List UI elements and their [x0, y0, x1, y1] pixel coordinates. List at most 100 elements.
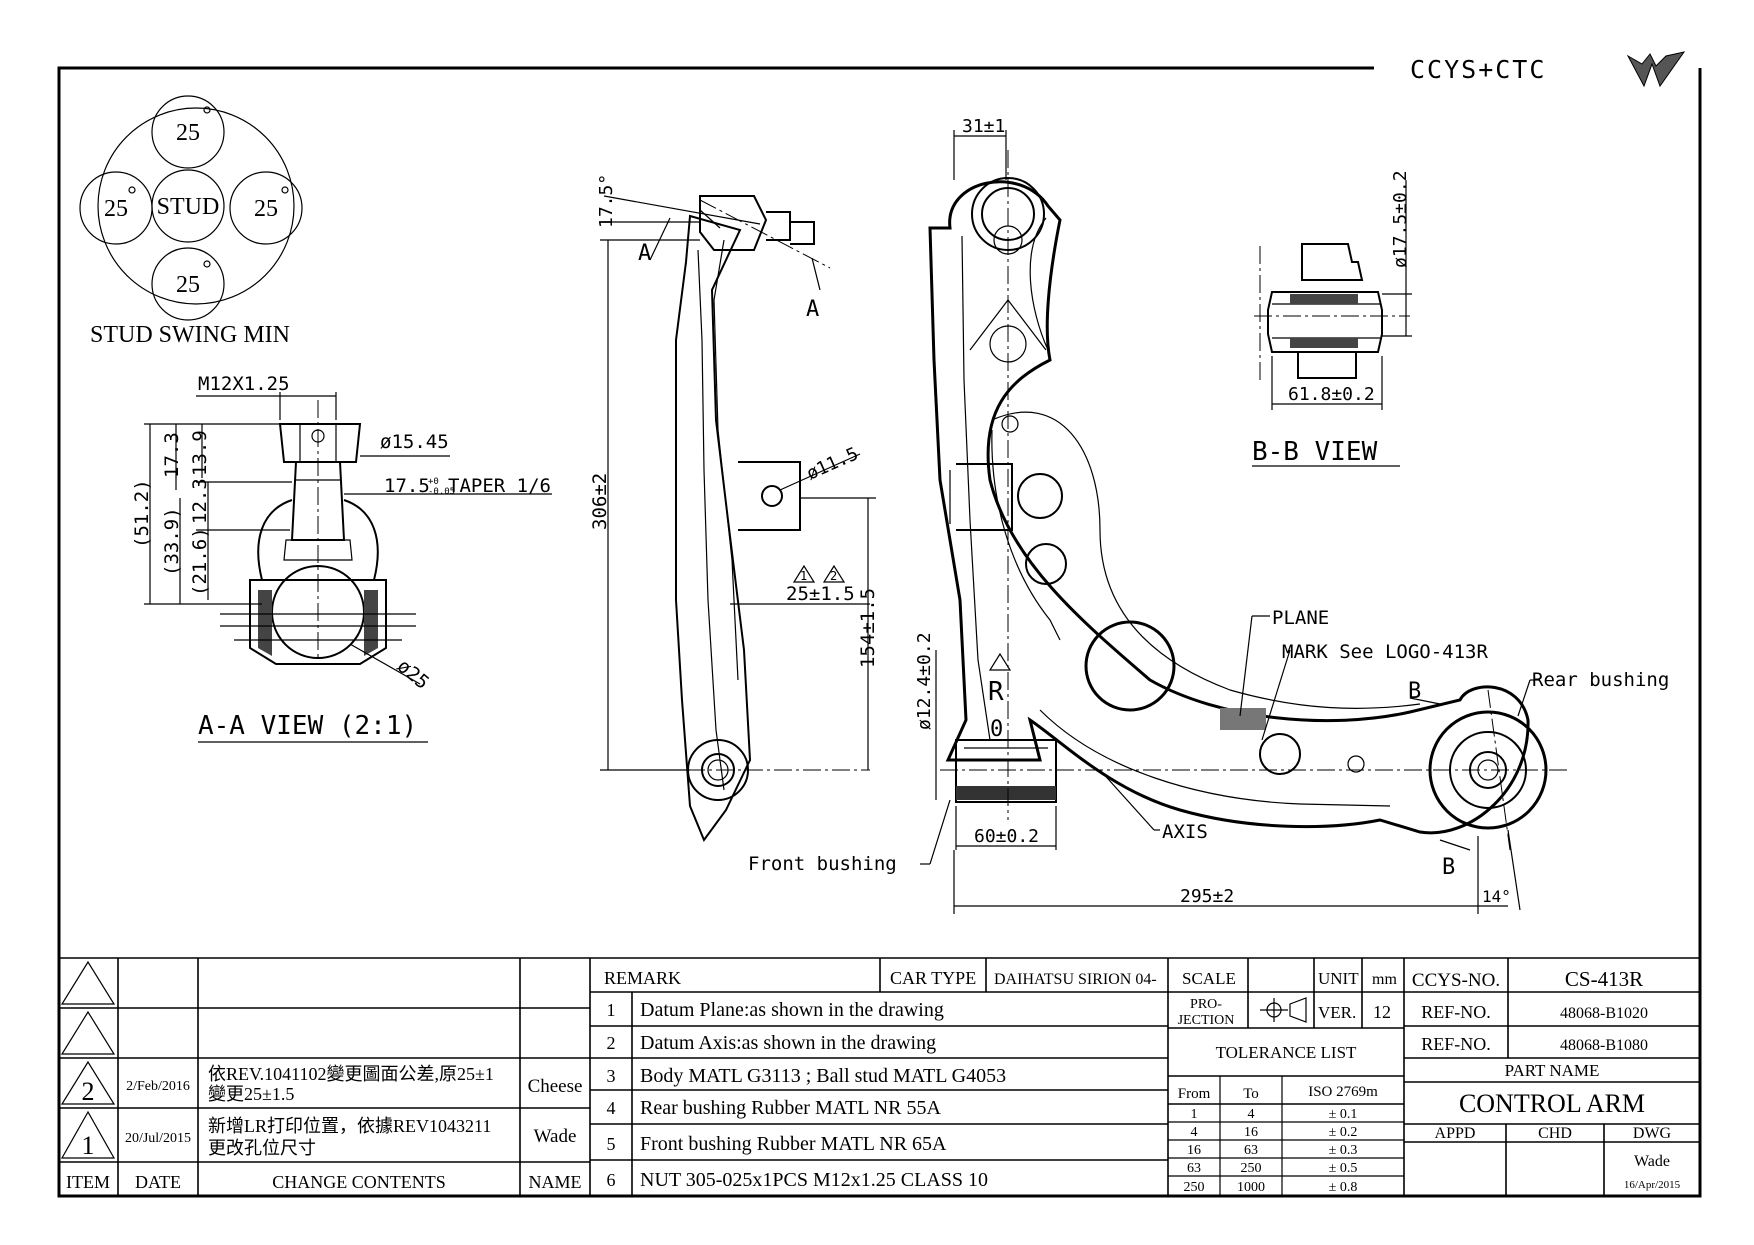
aa-view: M12X1.25 ø15.45 17.5 +0 -0.05 TAPER 1/6 … [131, 373, 552, 743]
rev-content-line2: 更改孔位尺寸 [208, 1138, 316, 1158]
chd-label: CHD [1538, 1125, 1572, 1142]
tolerance-col-from: From [1178, 1086, 1211, 1102]
dim-angle-17-5: 17.5° [596, 174, 617, 228]
scale-label: SCALE [1182, 969, 1236, 988]
remark-no: 4 [607, 1098, 616, 1118]
tol-to: 4 [1248, 1107, 1255, 1122]
side-view: A A 17.5° 306±2 ø11.5 25±1.5 154±1.5 1 2 [589, 174, 879, 843]
swing-angle-right: 25 [254, 196, 278, 222]
stud-swing-diagram: STUD 25 25 25 25 STUD SWING MIN [79, 95, 303, 348]
label-axis: AXIS [1162, 821, 1208, 843]
plane-hatch [1220, 708, 1266, 730]
section-b-top: B [1408, 679, 1421, 704]
tol-value: ± 0.1 [1329, 1107, 1358, 1122]
tol-value: ± 0.2 [1329, 1125, 1358, 1140]
brand-logo: CCYS+CTC [1410, 51, 1686, 88]
projection-symbol-icon [1260, 997, 1307, 1023]
car-type-label: CAR TYPE [890, 968, 976, 988]
rev-content-line2: 變更25±1.5 [208, 1084, 294, 1104]
remark-text: Rear bushing Rubber MATL NR 55A [640, 1097, 941, 1119]
bb-width: 61.8±0.2 [1288, 384, 1375, 405]
label-front-bushing: Front bushing [748, 853, 897, 875]
tol-value: ± 0.5 [1329, 1161, 1358, 1176]
tol-value: ± 0.3 [1329, 1143, 1358, 1158]
dim-33-9: (33.9) [161, 507, 183, 576]
remark-text: Front bushing Rubber MATL NR 65A [640, 1133, 947, 1155]
dim-60: 60±0.2 [974, 826, 1039, 847]
remark-no: 3 [607, 1066, 616, 1086]
rev-triangle-blank-2 [60, 1010, 116, 1055]
tolerance-col-to: To [1243, 1086, 1259, 1102]
brand-text: CCYS+CTC [1410, 55, 1546, 84]
bb-view-title: B-B VIEW [1252, 437, 1378, 467]
label-plane: PLANE [1272, 607, 1329, 629]
dim-taper-suffix: TAPER 1/6 [448, 475, 551, 497]
ref-no-value-2: 48068-B1080 [1560, 1037, 1648, 1054]
remark-no: 5 [607, 1134, 616, 1154]
remark-no: 1 [607, 1000, 616, 1020]
tol-to: 63 [1244, 1143, 1258, 1158]
remark-header: REMARK [604, 968, 681, 988]
rev-triangle-1 [60, 1110, 116, 1159]
projection-line2: JECTION [1178, 1013, 1235, 1028]
rev-date: 2/Feb/2016 [126, 1079, 190, 1094]
ref-no-label-2: REF-NO. [1421, 1034, 1491, 1054]
dim-hole-dia: ø11.5 [803, 443, 861, 484]
rev-header-name: NAME [529, 1172, 582, 1192]
bb-view: ø17.5±0.2 61.8±0.2 B-B VIEW [1252, 170, 1412, 467]
dim-25: 25±1.5 [786, 583, 855, 605]
label-rear-bushing: Rear bushing [1532, 669, 1669, 691]
appd-label: APPD [1435, 1125, 1476, 1142]
dim-21-6: (21.6) [189, 527, 211, 596]
title-block: 2 2/Feb/2016 依REV.1041102變更圖面公差,原25±1 變更… [59, 957, 1700, 1196]
tolerance-title: TOLERANCE LIST [1216, 1043, 1357, 1062]
tol-to: 16 [1244, 1125, 1258, 1140]
ver-value: 12 [1373, 1002, 1391, 1022]
rev-header-date: DATE [135, 1172, 181, 1192]
rev-date: 20/Jul/2015 [125, 1131, 191, 1146]
mark-r-sub: 0 [990, 717, 1003, 742]
dim-31: 31±1 [962, 116, 1005, 137]
dim-154: 154±1.5 [857, 588, 879, 668]
tol-from: 16 [1187, 1143, 1201, 1158]
rev-content-line1: 依REV.1041102變更圖面公差,原25±1 [208, 1064, 494, 1084]
dim-dia-12-4: ø12.4±0.2 [914, 632, 935, 730]
unit-value: mm [1372, 971, 1397, 988]
remark-text: NUT 305-025x1PCS M12x1.25 CLASS 10 [640, 1169, 988, 1191]
brand-mark-icon [1626, 51, 1686, 88]
drawn-date: 16/Apr/2015 [1624, 1179, 1681, 1191]
tol-to: 250 [1241, 1161, 1262, 1176]
stud-swing-title: STUD SWING MIN [90, 322, 290, 348]
dim-ball-dia: ø25 [393, 655, 433, 694]
rev-item: 1 [82, 1131, 95, 1160]
dim-51-2: (51.2) [131, 479, 153, 548]
rev-content-line1: 新增LR打印位置，依據REV1043211 [208, 1116, 491, 1136]
bb-dia: ø17.5±0.2 [1390, 170, 1411, 268]
car-type-value: DAIHATSU SIRION 04- [994, 971, 1157, 988]
flag-2: 2 [830, 569, 837, 583]
remark-no: 2 [607, 1033, 616, 1053]
ref-no-value-1: 48068-B1020 [1560, 1005, 1648, 1022]
tol-to: 1000 [1237, 1180, 1265, 1195]
rev-triangle-blank-1 [60, 960, 116, 1005]
thread-spec: M12X1.25 [198, 373, 290, 395]
label-mark: MARK See LOGO-413R [1282, 641, 1488, 663]
rev-header-item: ITEM [66, 1172, 110, 1192]
dim-12-3: 12.3 [189, 478, 211, 524]
ver-label: VER. [1318, 1003, 1356, 1022]
tol-value: ± 0.8 [1329, 1180, 1358, 1195]
tol-from: 63 [1187, 1161, 1201, 1176]
section-a-bottom: A [806, 297, 819, 322]
dim-dia-15-45: ø15.45 [380, 431, 449, 453]
rev-name: Wade [534, 1126, 577, 1147]
tol-from: 4 [1191, 1125, 1198, 1140]
tol-from: 1 [1191, 1107, 1198, 1122]
flag-1: 1 [800, 569, 807, 583]
stud-label: STUD [157, 194, 220, 220]
swing-angle-bottom: 25 [176, 272, 200, 298]
dim-angle-14: 14° [1482, 887, 1511, 906]
dim-height-306: 306±2 [589, 473, 611, 530]
section-b-bottom: B [1442, 855, 1455, 880]
